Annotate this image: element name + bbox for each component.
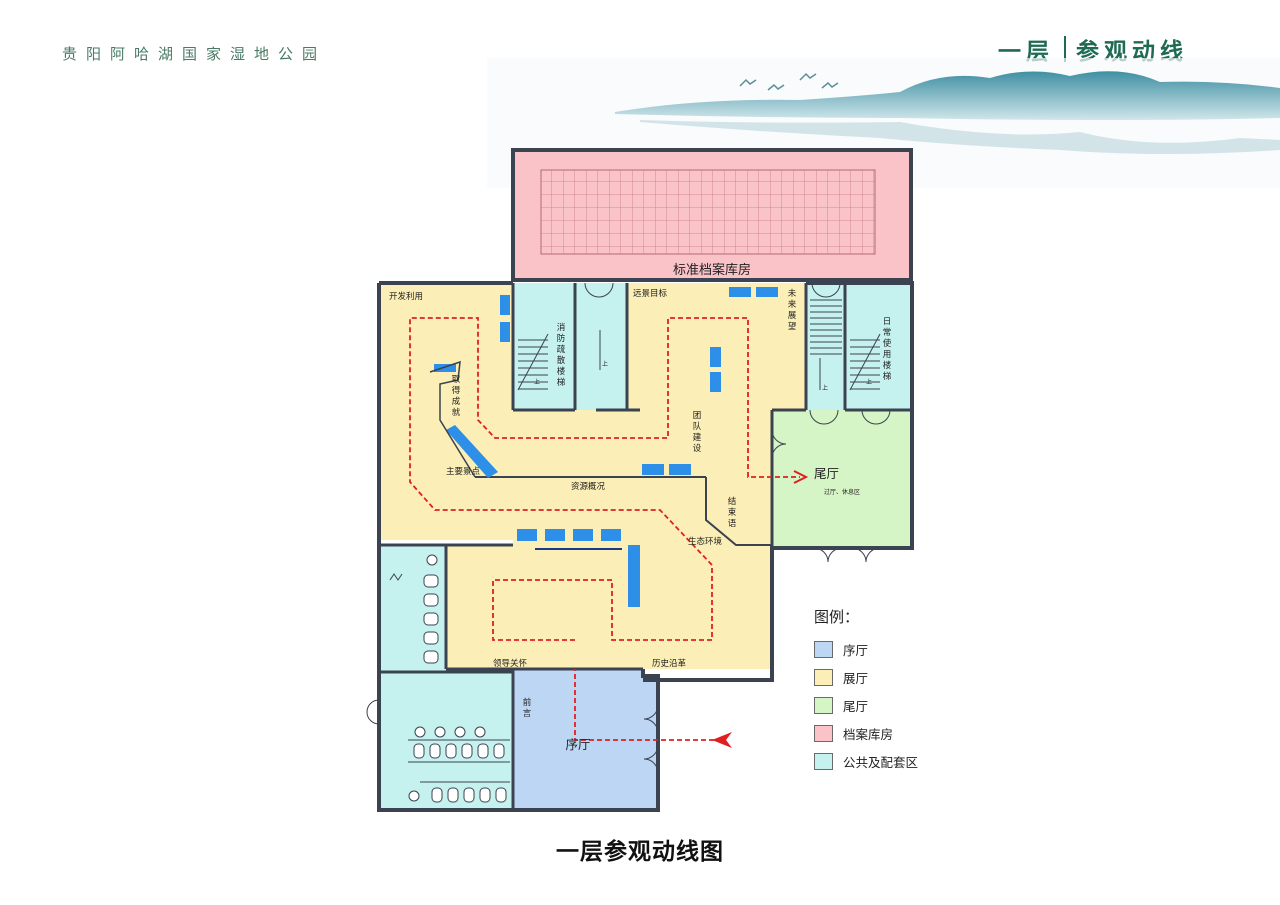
label-daily-stairs: 日常使用楼梯 [883,317,892,382]
legend-swatch [814,668,833,686]
legend-label: 展厅 [843,670,869,686]
archive-shelving [540,169,876,255]
stair-flights [517,299,881,391]
exhibit-stands [434,287,778,607]
legend-label: 序厅 [843,642,869,658]
label-leadership: 领导关怀 [493,658,528,669]
label-dev-use: 开发利用 [389,291,423,302]
legend-swatch [814,752,833,770]
tail-hall [772,410,912,548]
stair-up-mark: 上 [866,378,872,386]
exit-arrow [793,470,809,484]
legend-label: 档案库房 [843,726,894,742]
door-swings [366,282,891,774]
legend-item: 公共及配套区 [814,747,918,775]
legend-label: 公共及配套区 [843,754,919,770]
label-vision: 远景目标 [633,288,668,299]
legend-item: 尾厅 [814,691,918,719]
diagram-caption: 一层参观动线图 [556,839,724,865]
label-team: 团队建设 [693,411,702,454]
exhibition-hall-upper [379,283,806,545]
label-preface: 前言 [523,697,532,719]
label-future: 未来展望 [788,288,797,332]
legend: 图例： 序厅展厅尾厅档案库房公共及配套区 [814,606,918,775]
park-name: 贵阳阿哈湖国家湿地公园 [62,45,327,63]
room-fills [379,150,912,810]
label-archive: 标准档案库房 [673,262,751,278]
label-tail-hall: 尾厅 [814,466,839,481]
label-achievement: 取得成就 [452,375,461,418]
legend-swatch [814,724,833,742]
corridor-room [575,283,627,410]
stair-up-mark: 上 [822,384,828,392]
entry-arrow [712,732,732,748]
restroom-lower [379,672,513,810]
label-fire-stairs: 消防疏散楼梯 [557,322,566,388]
stair-up-mark: 上 [602,360,608,368]
exhibition-hall-lower [446,545,774,669]
restroom-fixtures [389,554,510,803]
legend-item: 展厅 [814,663,918,691]
label-lobby: 序厅 [565,737,590,752]
legend-title: 图例： [814,608,860,626]
visitor-route [409,317,800,741]
legend-item: 档案库房 [814,719,918,747]
legend-label: 尾厅 [843,698,869,714]
label-ending: 结束语 [728,496,737,529]
label-resources: 资源概况 [571,481,606,492]
label-tail-hall-sub: 过厅、休息区 [824,488,860,496]
legend-item: 序厅 [814,635,918,663]
label-history: 历史沿革 [652,658,687,669]
title-divider [1064,36,1066,62]
walls [377,148,914,812]
legend-swatch [814,640,833,658]
stair-up-mark: 上 [534,378,540,386]
legend-swatch [814,696,833,714]
label-ecology: 生态环境 [688,536,723,547]
label-main-spots: 主要景点 [446,466,481,477]
